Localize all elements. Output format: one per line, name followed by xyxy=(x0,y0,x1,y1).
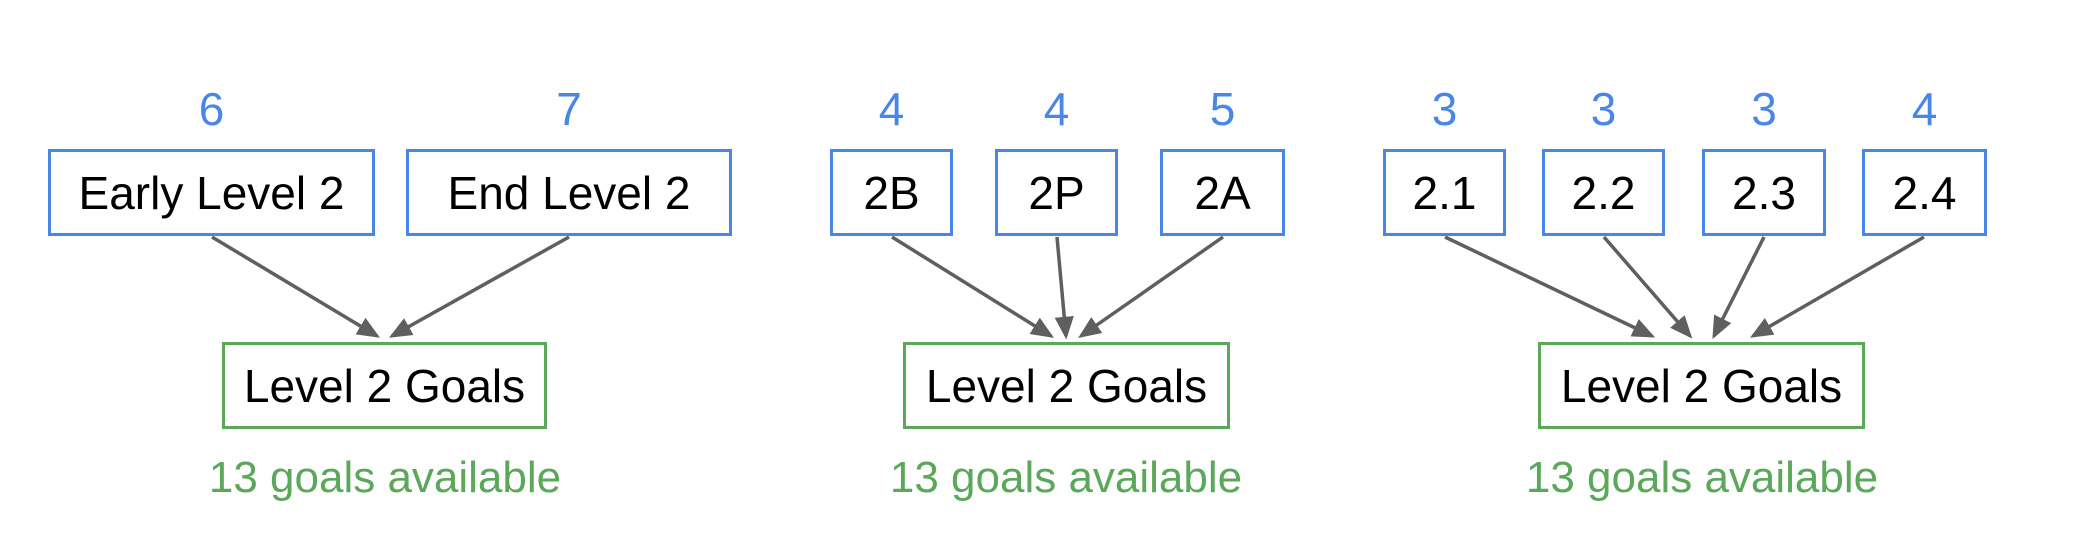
goal-count-label: 7 xyxy=(556,83,582,135)
arrow xyxy=(891,235,1054,338)
arrow xyxy=(388,235,570,338)
arrow xyxy=(1749,235,1925,338)
source-box-2-1: 2.1 xyxy=(1383,149,1506,236)
goals-available-caption: 13 goals available xyxy=(208,453,562,502)
goals-available-caption: 13 goals available xyxy=(889,453,1243,502)
source-box-label: 2A xyxy=(1194,166,1251,219)
source-box-label: 2.1 xyxy=(1412,166,1477,219)
goal-count-label: 3 xyxy=(1751,83,1777,135)
target-box-label: Level 2 Goals xyxy=(243,359,526,412)
goal-count-label: 4 xyxy=(1911,83,1938,135)
arrow xyxy=(1712,236,1766,340)
arrow xyxy=(1078,235,1225,339)
source-box-early-level-2: Early Level 2 xyxy=(48,149,375,236)
target-box-level-2-goals: Level 2 Goals xyxy=(1538,342,1865,429)
source-box-2-3: 2.3 xyxy=(1702,149,1826,236)
target-box-label: Level 2 Goals xyxy=(1560,359,1843,412)
source-box-2p: 2P xyxy=(995,149,1118,236)
goal-count-label: 5 xyxy=(1209,83,1236,135)
source-box-2a: 2A xyxy=(1160,149,1285,236)
source-box-end-level-2: End Level 2 xyxy=(406,149,732,236)
arrow xyxy=(211,235,381,338)
source-box-label: 2.3 xyxy=(1732,166,1796,219)
goal-count-label: 4 xyxy=(878,83,905,135)
source-box-label: 2P xyxy=(1028,166,1085,219)
goal-count-label: 6 xyxy=(198,83,225,135)
goal-count-label: 4 xyxy=(1043,83,1070,135)
source-box-2-2: 2.2 xyxy=(1542,149,1665,236)
arrow xyxy=(1444,235,1656,338)
goals-available-caption: 13 goals available xyxy=(1525,453,1879,502)
arrow xyxy=(1054,236,1074,340)
target-box-level-2-goals: Level 2 Goals xyxy=(222,342,547,429)
source-box-2b: 2B xyxy=(830,149,953,236)
target-box-level-2-goals: Level 2 Goals xyxy=(903,342,1230,429)
arrow xyxy=(1602,235,1693,339)
goal-count-label: 3 xyxy=(1590,83,1617,135)
target-box-label: Level 2 Goals xyxy=(925,359,1208,412)
source-box-label: 2.2 xyxy=(1571,166,1636,219)
source-box-2-4: 2.4 xyxy=(1862,149,1987,236)
source-box-label: Early Level 2 xyxy=(78,166,345,219)
goal-count-label: 3 xyxy=(1431,83,1458,135)
source-box-label: 2.4 xyxy=(1892,166,1957,219)
source-box-label: End Level 2 xyxy=(447,166,691,219)
source-box-label: 2B xyxy=(863,166,920,219)
